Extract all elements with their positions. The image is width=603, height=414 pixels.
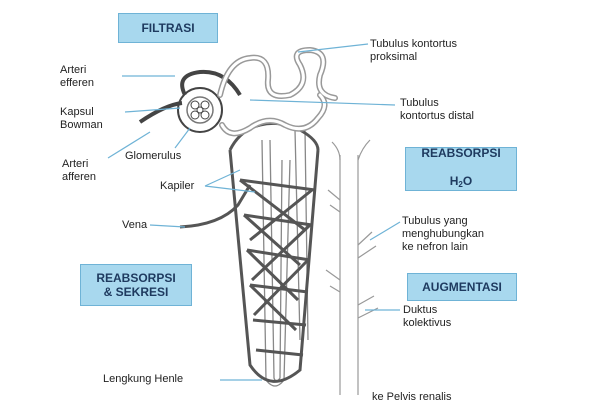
glomerulus (177, 87, 223, 133)
box-reabsorpsi-air-formula: H2O (421, 174, 500, 192)
leader-lines (107, 43, 401, 381)
label-tubulus-proksimal: Tubulus kontortus proksimal (370, 38, 458, 63)
convoluted-tubules-inner (218, 48, 337, 135)
label-kapiler: Kapiler (160, 180, 195, 192)
label-arteri-efferen: Arteri efferen (60, 64, 95, 89)
formula-subscript: 2 (458, 180, 463, 189)
label-glomerulus: Glomerulus (125, 150, 182, 162)
box-reabsorpsi-air: REABSORPSI H2O (405, 146, 517, 192)
box-augmentasi: AUGMENTASI (407, 273, 517, 301)
label-vena: Vena (122, 219, 148, 231)
label-lengkung-henle: Lengkung Henle (103, 373, 184, 385)
formula-o: O (462, 174, 473, 188)
formula-h: H (449, 174, 459, 188)
box-reabsorpsi-sekresi: REABSORPSI & SEKRESI (80, 264, 192, 306)
label-arteri-afferen: Arteri afferen (62, 158, 97, 183)
label-tubulus-penghubung: Tubulus yang menghubungkan ke nefron lai… (402, 215, 484, 253)
label-pelvis-renalis: ke Pelvis renalis (372, 391, 452, 403)
collecting-duct (325, 139, 379, 395)
label-tubulus-distal: Tubulus kontortus distal (400, 97, 474, 122)
box-filtrasi: FILTRASI (118, 13, 218, 43)
label-kapsul-bowman: Kapsul Bowman (60, 106, 103, 131)
label-duktus-kolektivus: Duktus kolektivus (403, 304, 452, 329)
box-reabsorpsi-air-title: REABSORPSI (421, 146, 501, 160)
